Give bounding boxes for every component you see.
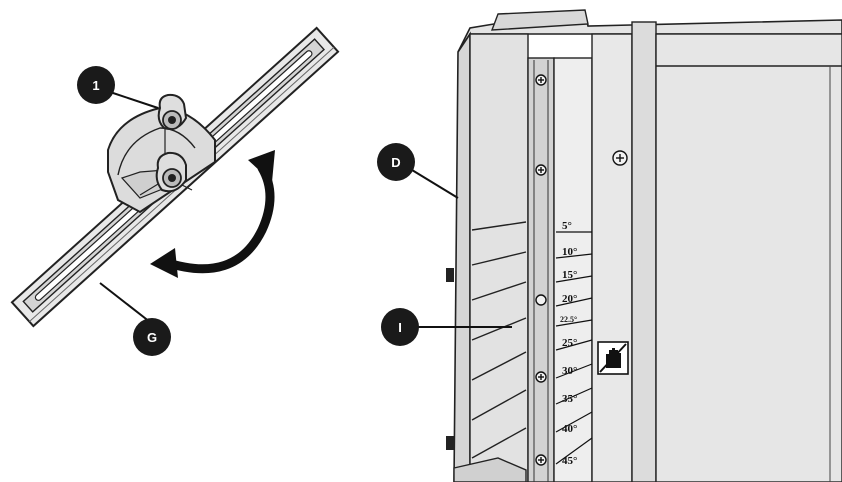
saw-housing: 5° 10° 15° 20° 22.5° 25° 30° 35° 40° 45°… [377, 9, 842, 482]
curved-double-arrow-icon [150, 150, 275, 278]
leader-line-d [411, 169, 459, 199]
angle-label: 40° [562, 423, 577, 435]
angle-label: 10° [562, 246, 577, 258]
leader-line-g [99, 282, 151, 323]
lock-knob-bottom [155, 151, 187, 193]
angle-label: 30° [562, 365, 577, 377]
angle-label: 22.5° [560, 315, 577, 324]
scale-ticks [555, 231, 593, 465]
angle-scale: 5° 10° 15° 20° 22.5° 25° 30° 35° 40° 45° [560, 220, 577, 467]
leader-line-1 [109, 91, 159, 109]
angle-label: 15° [562, 269, 577, 281]
callout-d: D [377, 143, 415, 181]
callout-g: G [133, 318, 171, 356]
callout-1: 1 [77, 66, 115, 104]
phillips-screw-icon [535, 74, 628, 466]
louvers [453, 221, 527, 482]
angle-label: 20° [562, 293, 577, 305]
callout-d-label: D [391, 155, 400, 170]
angle-label: 45° [562, 455, 577, 467]
angle-label: 25° [562, 337, 577, 349]
no-hand-warning-icon [597, 341, 629, 375]
miter-gauge: 1 G [10, 26, 340, 356]
angle-label: 35° [562, 393, 577, 405]
callout-g-label: G [147, 330, 157, 345]
angle-label: 5° [562, 220, 572, 232]
callout-1-label: 1 [92, 78, 99, 93]
callout-i-label: I [398, 320, 402, 335]
lock-knob-top [157, 93, 188, 130]
callout-i: I [381, 308, 419, 346]
